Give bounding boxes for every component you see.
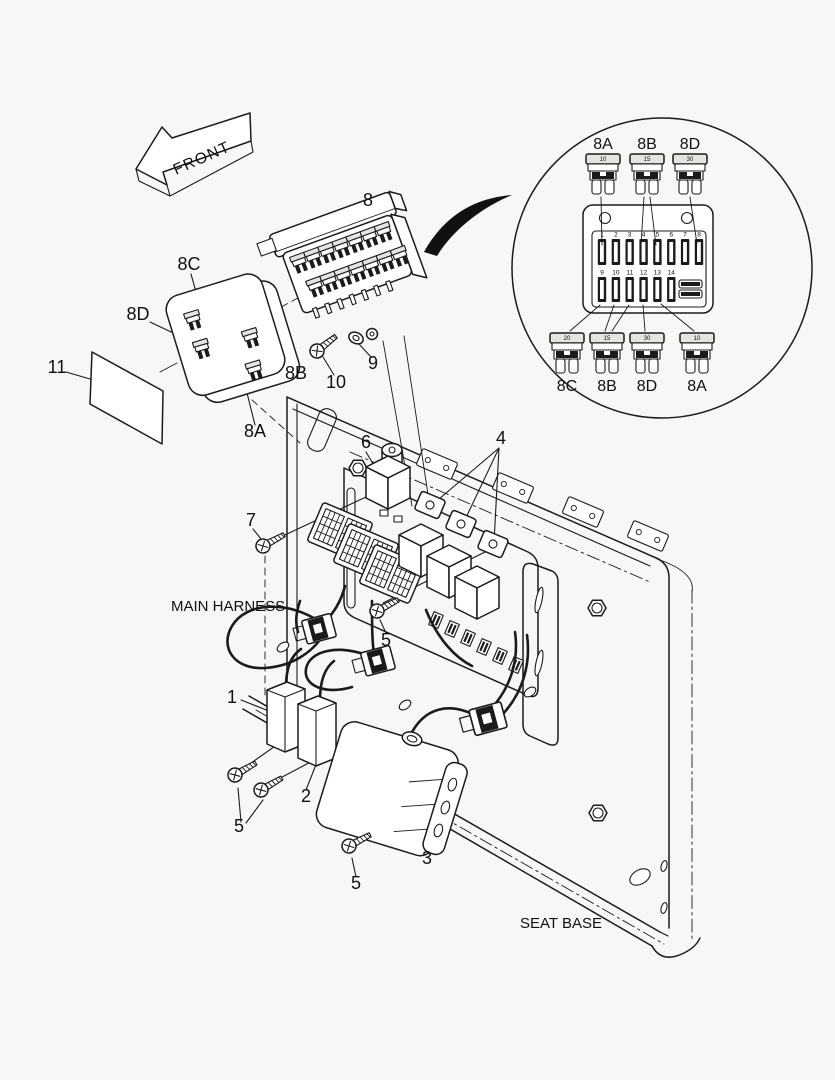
detail-label-8b-top: 8B xyxy=(637,136,657,153)
detail-label-8c-bottom: 8C xyxy=(557,378,577,395)
callout-6: 6 xyxy=(361,432,371,452)
fuse-slots-bottom xyxy=(597,277,703,302)
fuse-amp: 15 xyxy=(644,157,651,163)
mount-strip xyxy=(626,519,670,553)
relay xyxy=(454,565,500,620)
slot-number: 10 xyxy=(612,270,620,277)
screw-5-left-b xyxy=(250,771,287,801)
detail-fuse-8d-bottom: 30 xyxy=(629,332,665,374)
slot-number: 12 xyxy=(640,270,648,277)
controller-boxes xyxy=(266,681,468,857)
callout-8: 8 xyxy=(363,190,373,210)
screw-10 xyxy=(306,329,341,362)
detail-label-8a-bottom: 8A xyxy=(687,378,707,395)
fuse-amp: 30 xyxy=(687,157,694,163)
detail-pointer-arrow-icon xyxy=(424,195,512,256)
seat-base-panel xyxy=(242,396,701,958)
slot-number: 6 xyxy=(669,232,673,239)
slot-number: 7 xyxy=(683,232,687,239)
slot-number: 2 xyxy=(614,232,618,239)
callout-11: 11 xyxy=(48,357,67,377)
fuse-amp: 30 xyxy=(644,336,651,342)
callout-2: 2 xyxy=(301,786,311,806)
mount-strip xyxy=(561,495,605,529)
detail-label-8a-top: 8A xyxy=(593,136,613,153)
detail-label-8b-bottom: 8B xyxy=(597,378,617,395)
slot-number: 4 xyxy=(642,232,646,239)
slot-number: 5 xyxy=(656,232,660,239)
callout-8a: 8A xyxy=(244,421,266,441)
main-harness-label: MAIN HARNESS xyxy=(171,598,285,615)
callout-1: 1 xyxy=(227,687,237,707)
screw-5-left-a xyxy=(224,756,261,786)
slot-number: 9 xyxy=(600,270,604,277)
fuse-amp: 10 xyxy=(694,336,701,342)
screw-7 xyxy=(252,527,289,557)
relay-6 xyxy=(365,455,411,510)
callout-8c: 8C xyxy=(177,254,200,274)
connector xyxy=(349,644,397,680)
callout-5-lower-left: 5 xyxy=(234,816,244,836)
controller-2 xyxy=(297,695,337,767)
hex-bolt xyxy=(587,599,607,617)
callout-5-upper: 5 xyxy=(381,630,391,650)
detail-label-8d-top: 8D xyxy=(680,136,700,153)
callout-8b: 8B xyxy=(285,363,307,383)
fuse-amp: 10 xyxy=(600,157,607,163)
washer-9 xyxy=(348,331,364,345)
detail-label-8d-bottom: 8D xyxy=(637,378,657,395)
front-arrow: FRONT xyxy=(135,112,254,197)
slot-number: 11 xyxy=(626,270,633,277)
detail-fuse-8a-bottom: 10 xyxy=(679,332,715,374)
mount-tab xyxy=(413,489,447,521)
controller-3 xyxy=(315,721,468,857)
fuse-detail-circle: 1 2 3 4 5 6 7 8 9 10 11 12 13 14 10 15 3… xyxy=(511,117,813,419)
callout-4: 4 xyxy=(496,428,506,448)
fasteners xyxy=(224,327,403,857)
fuse-amp: 20 xyxy=(564,336,571,342)
relay-socket-assembly xyxy=(306,455,524,674)
callout-9: 9 xyxy=(368,353,378,373)
fuse-amp: 15 xyxy=(604,336,611,342)
hex-bolt xyxy=(348,459,368,477)
fuse-box-8 xyxy=(256,190,428,319)
connector xyxy=(457,700,509,740)
cover-plate-11 xyxy=(89,351,164,445)
detail-fuse-8b-bottom: 15 xyxy=(589,332,625,374)
mount-strip xyxy=(415,447,459,481)
spare-fuse-holder xyxy=(165,273,301,404)
fuse-slots-top xyxy=(597,239,704,265)
callout-3: 3 xyxy=(422,848,432,868)
seat-base-label: SEAT BASE xyxy=(520,915,602,932)
hex-bolt xyxy=(588,804,608,822)
detail-fuse-8c-bottom: 20 xyxy=(549,332,585,374)
slot-number: 8 xyxy=(697,232,701,239)
slot-number: 3 xyxy=(628,232,632,239)
callout-labels: 8 8C 8D 8B 8A 11 9 10 6 4 7 5 1 2 5 3 5 … xyxy=(48,190,602,932)
screw-5-upper xyxy=(366,592,403,622)
detail-fuse-8a-top: 10 xyxy=(585,153,621,195)
callout-7: 7 xyxy=(246,510,256,530)
mount-tab xyxy=(444,508,478,540)
callout-5-bottom: 5 xyxy=(351,873,361,893)
detail-fuse-8d-top: 30 xyxy=(672,153,708,195)
callout-10: 10 xyxy=(326,372,346,392)
slot-number: 13 xyxy=(654,270,662,277)
detail-fuse-8b-top: 15 xyxy=(629,153,665,195)
callout-8d: 8D xyxy=(126,304,149,324)
slot-number: 14 xyxy=(668,270,676,277)
